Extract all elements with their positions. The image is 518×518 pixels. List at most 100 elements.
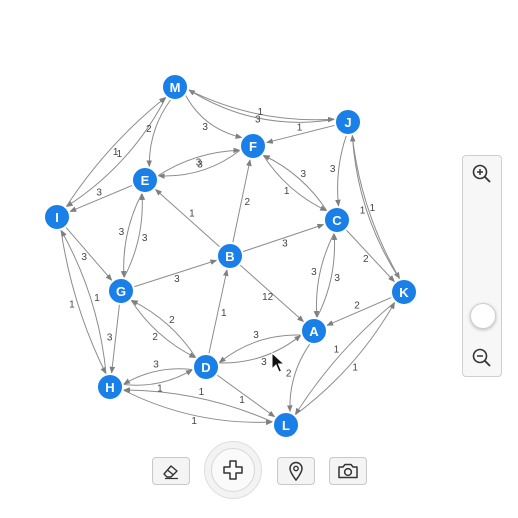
edge-C-A [313, 232, 335, 318]
edge-label-E-G: 3 [119, 227, 125, 238]
node-G[interactable]: G [107, 277, 135, 305]
edge-label-M-J: 3 [255, 115, 261, 126]
edge-label-G-E: 3 [142, 233, 148, 244]
move-control[interactable] [204, 441, 262, 499]
node-circle[interactable] [192, 353, 220, 381]
edge-K-L [294, 301, 396, 416]
edge-F-E [157, 149, 241, 179]
node-H[interactable]: H [96, 373, 124, 401]
edge-label-C-A: 3 [311, 267, 317, 278]
zoom-panel [462, 155, 502, 377]
edge-label-K-L: 1 [334, 345, 340, 356]
move-icon [223, 460, 243, 480]
node-circle[interactable] [300, 317, 328, 345]
edge-label-M-F: 3 [202, 122, 208, 133]
edge-label-I-G: 3 [81, 252, 87, 263]
edge-label-G-D: 2 [152, 332, 158, 343]
edge-label-B-A: 12 [262, 292, 274, 303]
camera-button[interactable] [329, 457, 367, 485]
edge-B-F [232, 159, 252, 244]
node-circle[interactable] [239, 132, 267, 160]
zoom-in-button[interactable] [468, 160, 496, 188]
edge-label-D-H: 3 [153, 360, 159, 371]
edge-label-L-H: 1 [199, 387, 205, 398]
edge-label-M-I: 1 [117, 149, 123, 160]
edge-label-K-A: 2 [354, 300, 360, 311]
node-K[interactable]: K [390, 278, 418, 306]
zoom-out-icon [472, 348, 491, 367]
node-L[interactable]: L [272, 411, 300, 439]
edge-B-A [239, 264, 305, 323]
edge-B-C [242, 223, 325, 253]
edge-label-B-F: 2 [244, 197, 250, 208]
edge-I-H [60, 229, 107, 375]
node-circle[interactable] [161, 73, 189, 101]
edge-E-I [69, 184, 134, 213]
edge-K-A [326, 296, 393, 326]
eraser-button[interactable] [152, 457, 190, 485]
node-J[interactable]: J [334, 108, 362, 136]
edge-label-M-E: 2 [146, 124, 152, 135]
node-circle[interactable] [323, 206, 351, 234]
edge-A-D [218, 334, 302, 364]
edge-H-L [122, 389, 274, 426]
node-circle[interactable] [272, 411, 300, 439]
move-control-inner[interactable] [211, 448, 255, 492]
edge-G-D [130, 299, 197, 359]
edge-label-A-L: 2 [286, 369, 292, 380]
node-C[interactable]: C [323, 206, 351, 234]
node-circle[interactable] [216, 242, 244, 270]
node-F[interactable]: F [239, 132, 267, 160]
eraser-icon [163, 465, 178, 480]
edge-label-B-C: 3 [282, 238, 288, 249]
edge-M-I [65, 96, 167, 208]
edge-A-L [286, 343, 311, 413]
node-circle[interactable] [96, 373, 124, 401]
edge-label-G-H: 3 [107, 332, 113, 343]
edge-label-F-E: 3 [197, 159, 203, 170]
zoom-out-button[interactable] [468, 344, 496, 372]
edge-I-G [65, 226, 113, 281]
edge-L-K [294, 301, 396, 416]
edge-M-F [184, 94, 243, 139]
edge-G-E [123, 192, 146, 279]
node-circle[interactable] [334, 108, 362, 136]
edge-D-H [123, 368, 194, 385]
edge-label-D-G: 2 [169, 315, 175, 326]
edge-D-B [208, 268, 229, 355]
edge-label-B-E: 1 [189, 208, 195, 219]
edge-label-A-C: 3 [334, 273, 340, 284]
edge-label-A-D: 3 [253, 330, 259, 341]
edges-layer [60, 89, 401, 426]
edge-C-K [345, 229, 395, 283]
edge-L-H [122, 387, 274, 423]
node-A[interactable]: A [300, 317, 328, 345]
edge-label-H-L: 1 [191, 416, 197, 427]
edge-I-M [65, 96, 167, 208]
edge-B-E [154, 188, 221, 248]
edge-label-J-M: 1 [258, 107, 264, 118]
node-E[interactable]: E [131, 166, 159, 194]
node-circle[interactable] [43, 203, 71, 231]
edge-A-C [316, 233, 338, 319]
zoom-slider-thumb[interactable] [470, 303, 496, 329]
node-D[interactable]: D [192, 353, 220, 381]
location-pin-button[interactable] [277, 457, 315, 485]
node-circle[interactable] [131, 166, 159, 194]
node-B[interactable]: B [216, 242, 244, 270]
edge-label-J-F: 1 [297, 123, 303, 134]
edge-M-E [146, 99, 172, 168]
edge-label-G-B: 3 [174, 274, 180, 285]
edge-M-J [187, 89, 335, 123]
nodes-layer: M J F E I C B K G A D H L [43, 73, 418, 439]
edge-J-K [351, 134, 401, 280]
node-M[interactable]: M [161, 73, 189, 101]
node-circle[interactable] [107, 277, 135, 305]
node-I[interactable]: I [43, 203, 71, 231]
edge-K-J [349, 134, 401, 280]
edge-G-B [133, 259, 218, 288]
edge-label-H-D: 1 [157, 383, 163, 394]
node-circle[interactable] [390, 278, 418, 306]
